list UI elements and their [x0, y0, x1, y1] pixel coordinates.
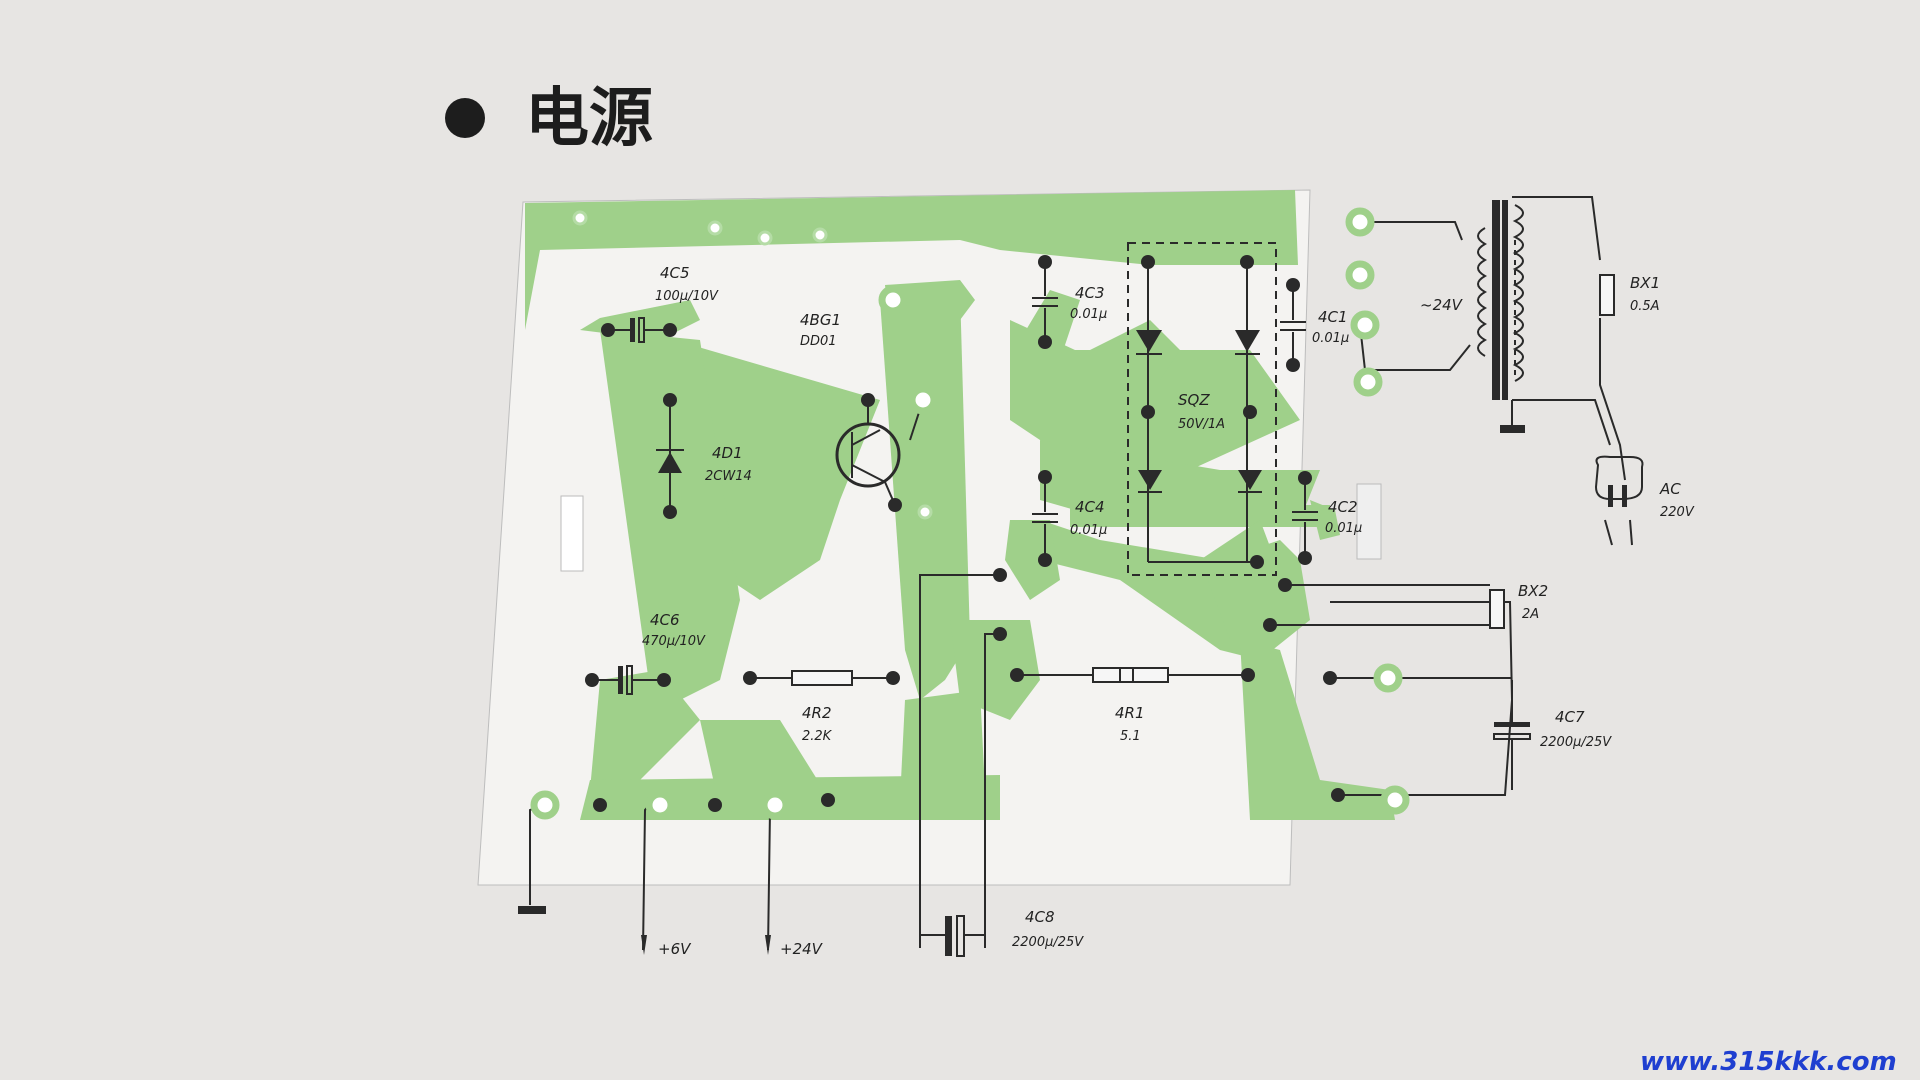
- transistor-value: DD01: [800, 334, 837, 349]
- arrow-down-icon: [765, 935, 771, 955]
- fuse-bx1-ref: BX1: [1630, 274, 1660, 292]
- fuse-bx1-value: 0.5A: [1630, 299, 1660, 314]
- resistor-r1: [1017, 667, 1248, 683]
- resistor-r1-value: 5.1: [1120, 729, 1141, 744]
- mains-voltage: 220V: [1660, 505, 1695, 520]
- fuse-bx2: [1489, 589, 1505, 629]
- cap-c3-value: 0.01μ: [1070, 307, 1107, 322]
- cap-c1-value: 0.01μ: [1312, 331, 1349, 346]
- cap-c3-ref: 4C3: [1075, 284, 1105, 302]
- mains-label: AC: [1659, 480, 1681, 498]
- output-6v-label: +6V: [658, 940, 692, 958]
- cap-c7-ref: 4C7: [1555, 708, 1585, 726]
- zener-value: 2CW14: [705, 469, 752, 484]
- mounting-slot: [560, 495, 584, 572]
- mounting-slot: [1356, 483, 1382, 560]
- cap-c1-ref: 4C1: [1318, 308, 1348, 326]
- external-wiring: [529, 196, 1626, 951]
- via-holes: [572, 210, 1373, 520]
- cap-c4-value: 0.01μ: [1070, 523, 1107, 538]
- cap-c5-value: 100μ/10V: [655, 289, 719, 304]
- bridge-value: 50V/1A: [1178, 417, 1225, 432]
- zener-ref: 4D1: [712, 444, 743, 462]
- capacitor-c7: [1330, 677, 1531, 790]
- cap-c8-ref: 4C8: [1025, 908, 1055, 926]
- arrow-down-icon: [641, 935, 647, 955]
- capacitor-c8: [920, 915, 985, 957]
- title-bullet-icon: [445, 98, 485, 138]
- page-title: 电源: [525, 82, 653, 156]
- cap-c2-value: 0.01μ: [1325, 521, 1362, 536]
- copper-traces: [525, 190, 1395, 820]
- cap-c5-ref: 4C5: [660, 264, 690, 282]
- transformer: [1477, 200, 1525, 433]
- transformer-secondary-label: ~24V: [1420, 296, 1464, 314]
- cap-c7-value: 2200μ/25V: [1540, 735, 1612, 750]
- fuse-bx2-ref: BX2: [1518, 582, 1548, 600]
- cap-c6-value: 470μ/10V: [642, 634, 706, 649]
- resistor-r1-ref: 4R1: [1115, 704, 1145, 722]
- transistor-ref: 4BG1: [800, 311, 841, 329]
- mains-plug-icon: [1594, 455, 1644, 546]
- resistor-r2: [750, 670, 893, 686]
- cap-c8-value: 2200μ/25V: [1012, 935, 1084, 950]
- zener-diode-d1: [656, 400, 684, 512]
- fuse-bx2-value: 2A: [1522, 607, 1539, 622]
- output-24v-label: +24V: [780, 940, 824, 958]
- cap-c4-ref: 4C4: [1075, 498, 1105, 516]
- bridge-rectifier-sqz: [1127, 242, 1277, 576]
- cap-c2-ref: 4C2: [1328, 498, 1358, 516]
- bridge-ref: SQZ: [1178, 391, 1210, 409]
- fuse-bx1: [1599, 274, 1615, 316]
- solder-pads: [530, 207, 1410, 820]
- resistor-r2-value: 2.2K: [802, 729, 833, 744]
- resistor-r2-ref: 4R2: [802, 704, 832, 722]
- watermark: www.315kkk.com: [1640, 1047, 1897, 1077]
- cap-c6-ref: 4C6: [650, 611, 680, 629]
- ground-icon: [518, 906, 546, 914]
